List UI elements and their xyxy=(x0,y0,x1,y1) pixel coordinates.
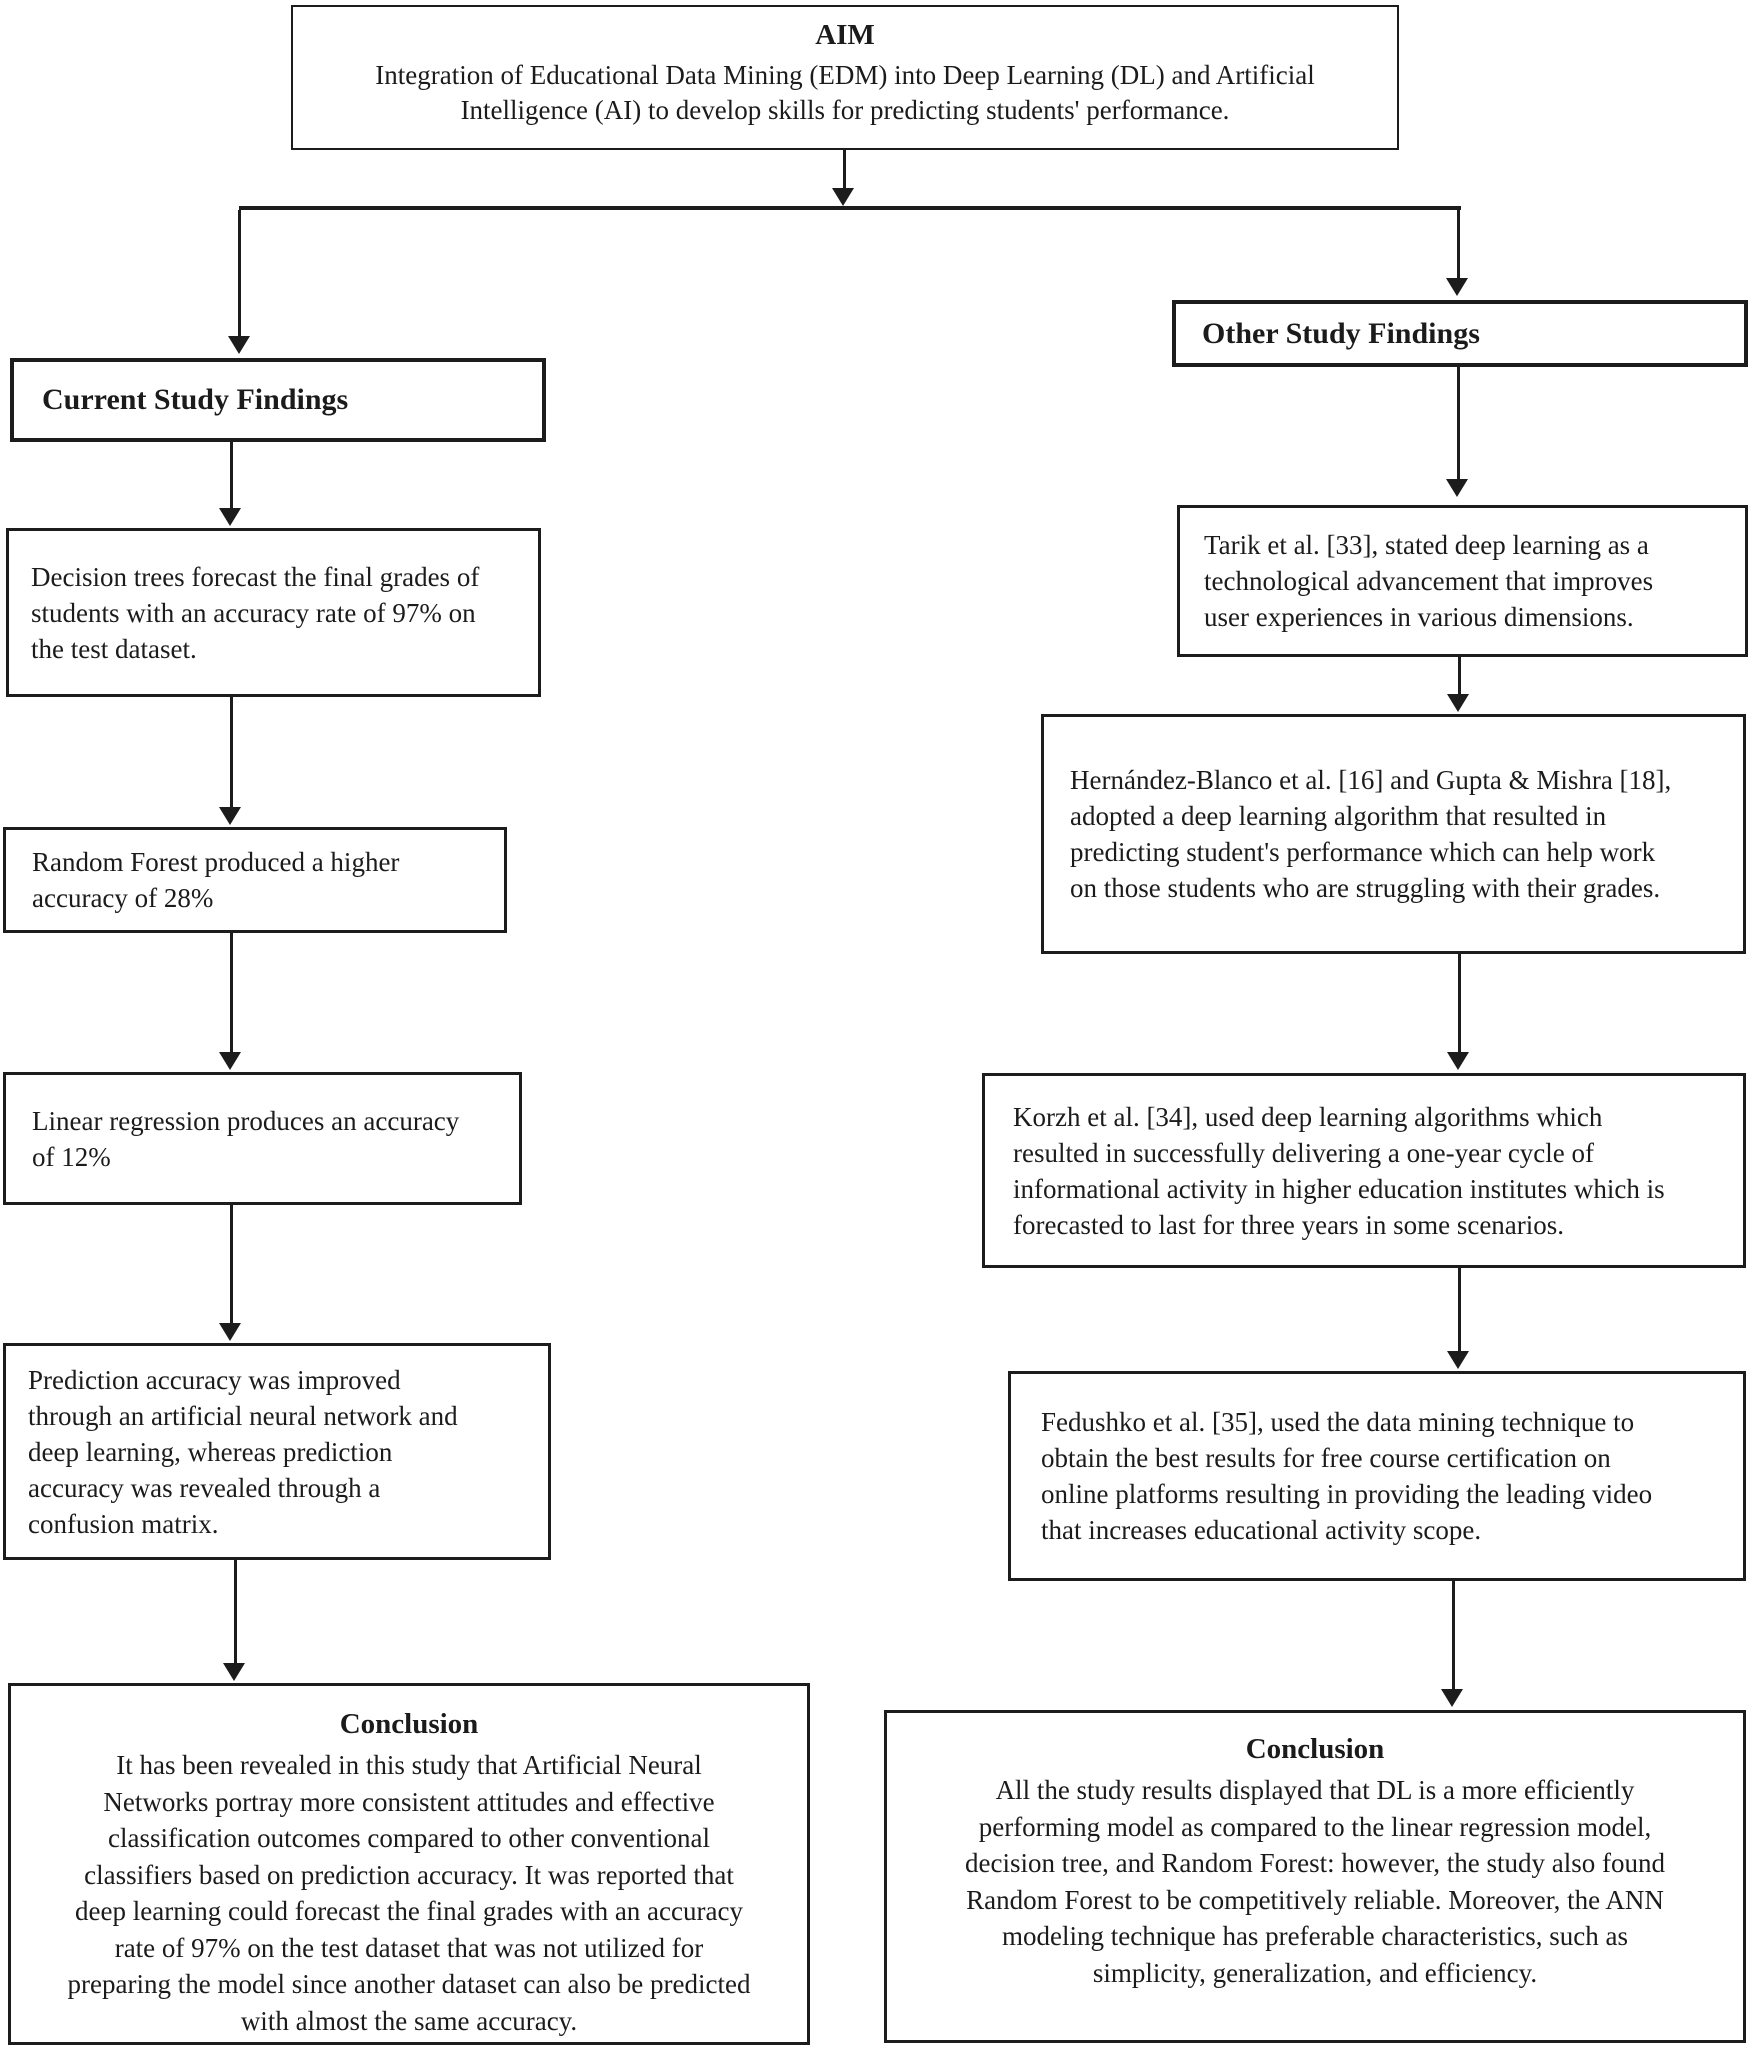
arrowhead-right-3 xyxy=(1447,1052,1469,1070)
connector-right-3-line xyxy=(1458,954,1461,1052)
linear-regression-box: Linear regression produces an accuracy o… xyxy=(3,1072,522,1205)
arrowhead-left-4 xyxy=(219,1323,241,1341)
other-study-findings-header: Other Study Findings xyxy=(1172,300,1748,367)
arrowhead-right-2 xyxy=(1447,694,1469,712)
linear-regression-text: Linear regression produces an accuracy o… xyxy=(32,1105,460,1172)
connector-left-2-line xyxy=(230,697,233,809)
connector-right-4-line xyxy=(1458,1268,1461,1351)
random-forest-box: Random Forest produced a higher accuracy… xyxy=(3,827,507,933)
korzh-text: Korzh et al. [34], used deep learning al… xyxy=(1013,1101,1665,1240)
random-forest-text: Random Forest produced a higher accuracy… xyxy=(32,847,400,913)
korzh-box: Korzh et al. [34], used deep learning al… xyxy=(982,1073,1746,1268)
current-study-findings-header: Current Study Findings xyxy=(10,358,546,442)
connector-right-branch-line xyxy=(1457,210,1460,278)
arrowhead-right-1 xyxy=(1446,479,1468,497)
current-study-findings-label: Current Study Findings xyxy=(42,383,349,416)
arrowhead-right-4 xyxy=(1447,1351,1469,1369)
arrowhead-left-2 xyxy=(219,807,241,825)
aim-title: AIM xyxy=(815,19,875,51)
connector-aim-line xyxy=(843,150,846,190)
other-study-findings-label: Other Study Findings xyxy=(1202,316,1480,350)
arrowhead-left-5 xyxy=(223,1663,245,1681)
arrowhead-aim xyxy=(832,188,854,206)
hernandez-blanco-box: Hernández-Blanco et al. [16] and Gupta &… xyxy=(1041,714,1746,954)
connector-left-3-line xyxy=(230,933,233,1054)
connector-left-branch-line xyxy=(238,210,241,336)
fedushko-box: Fedushko et al. [35], used the data mini… xyxy=(1008,1371,1746,1581)
tarik-box: Tarik et al. [33], stated deep learning … xyxy=(1177,505,1748,657)
connector-right-1-line xyxy=(1457,367,1460,479)
connector-left-4-line xyxy=(230,1205,233,1325)
connector-split-line xyxy=(239,206,1461,210)
tarik-text: Tarik et al. [33], stated deep learning … xyxy=(1204,530,1654,632)
right-conclusion-text: All the study results displayed that DL … xyxy=(964,1775,1666,1988)
left-conclusion-text: It has been revealed in this study that … xyxy=(67,1750,751,2036)
decision-trees-text: Decision trees forecast the final grades… xyxy=(31,561,480,664)
prediction-accuracy-box: Prediction accuracy was improved through… xyxy=(3,1343,551,1560)
aim-text: Integration of Educational Data Mining (… xyxy=(375,60,1315,125)
right-conclusion-title: Conclusion xyxy=(1245,1733,1385,1765)
connector-left-1-line xyxy=(230,442,233,508)
prediction-accuracy-text: Prediction accuracy was improved through… xyxy=(28,1364,458,1539)
arrowhead-left-1 xyxy=(219,508,241,526)
decision-trees-box: Decision trees forecast the final grades… xyxy=(6,528,541,697)
left-conclusion-title: Conclusion xyxy=(339,1708,479,1740)
arrowhead-right-5 xyxy=(1441,1689,1463,1707)
hernandez-blanco-text: Hernández-Blanco et al. [16] and Gupta &… xyxy=(1070,765,1672,903)
left-conclusion-box: Conclusion It has been revealed in this … xyxy=(8,1683,810,2045)
connector-right-2-line xyxy=(1458,657,1461,694)
aim-box: AIM Integration of Educational Data Mini… xyxy=(291,5,1399,150)
fedushko-text: Fedushko et al. [35], used the data mini… xyxy=(1041,1407,1653,1545)
arrowhead-left-branch xyxy=(228,336,250,354)
connector-left-5-line xyxy=(234,1560,237,1663)
arrowhead-right-branch xyxy=(1446,278,1468,296)
right-conclusion-box: Conclusion All the study results display… xyxy=(884,1710,1746,2043)
connector-right-5-line xyxy=(1452,1581,1455,1689)
arrowhead-left-3 xyxy=(219,1052,241,1070)
